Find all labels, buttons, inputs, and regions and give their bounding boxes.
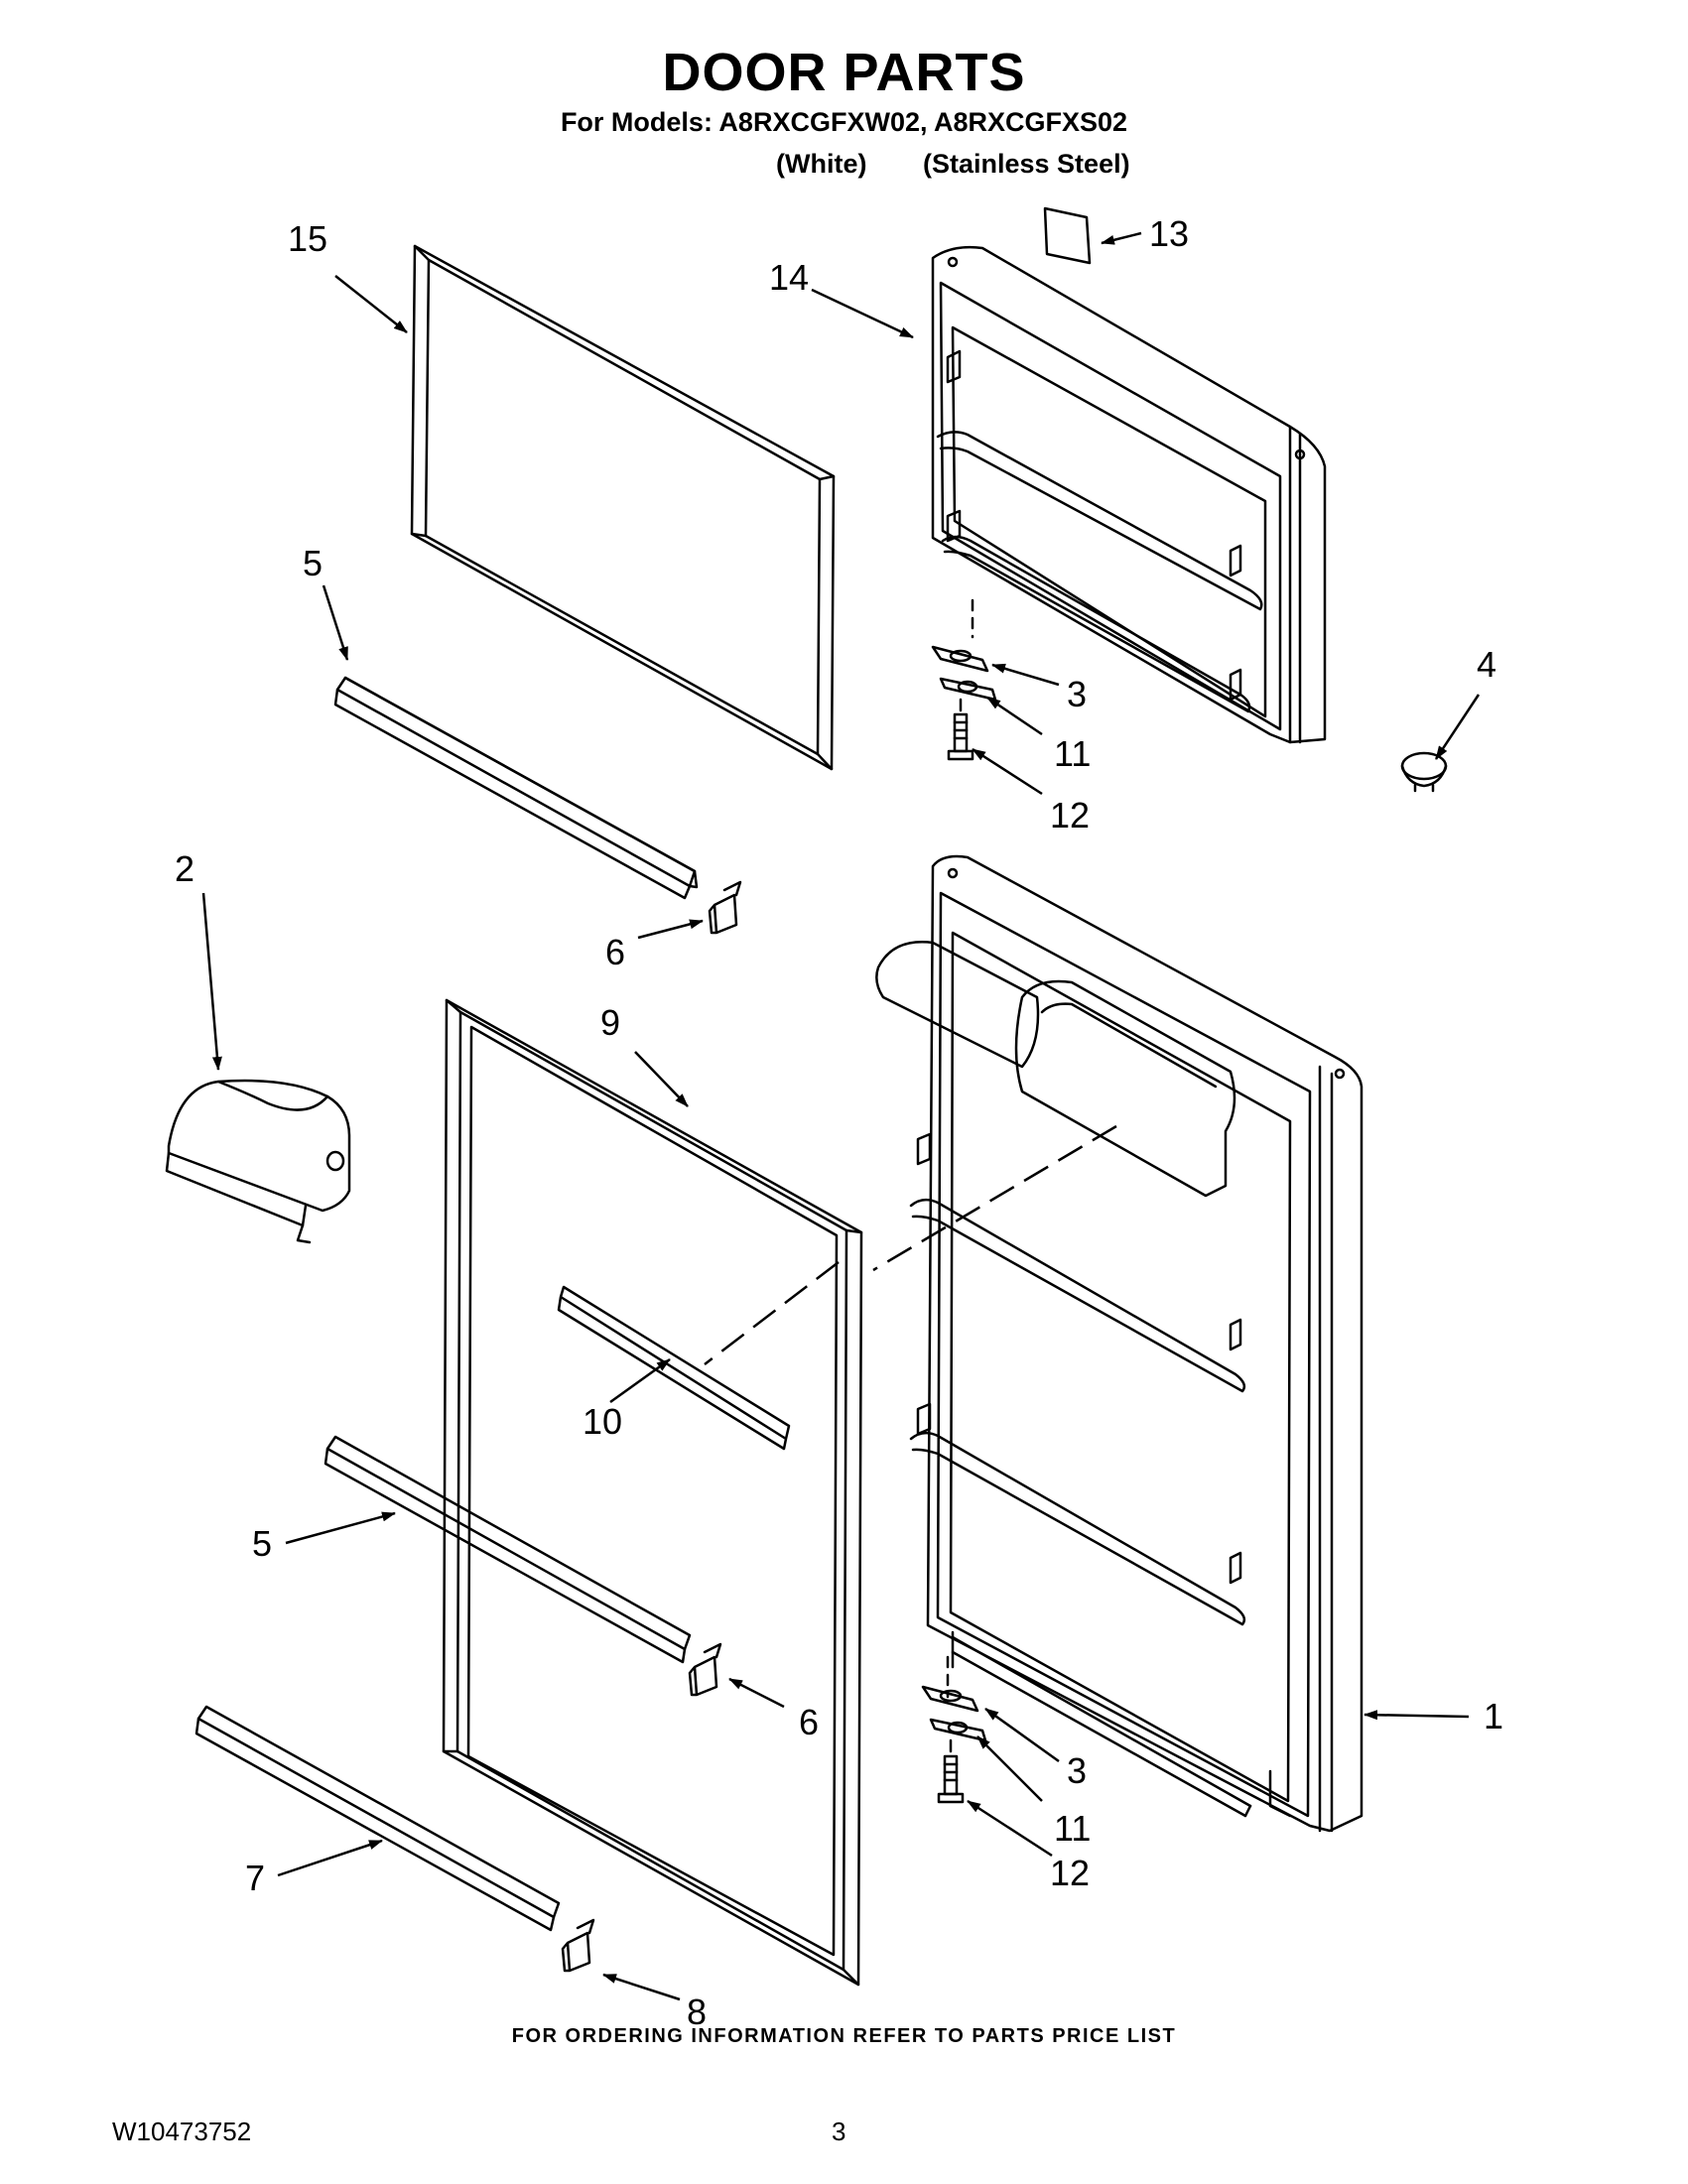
page-number: 3 — [832, 2117, 846, 2146]
document-number: W10473752 — [112, 2117, 252, 2146]
freezer-door-gasket — [410, 244, 836, 771]
arrow-11-lower — [976, 1735, 1043, 1802]
lower-clip — [688, 1642, 722, 1697]
callout-13: 13 — [1149, 213, 1189, 254]
label-13 — [1043, 206, 1092, 265]
arrow-6-lower — [728, 1677, 785, 1709]
upper-clip — [708, 880, 742, 935]
callout-12-upper: 12 — [1050, 795, 1090, 835]
callout-2: 2 — [175, 848, 195, 889]
arrow-2 — [201, 892, 222, 1071]
callout-1: 1 — [1484, 1696, 1503, 1736]
callout-14: 14 — [769, 257, 809, 298]
model-list: For Models: A8RXCGFXW02, A8RXCGFXS02 — [560, 107, 1128, 137]
callout-15: 15 — [288, 218, 327, 259]
arrow-15 — [334, 275, 408, 333]
arrow-3-lower — [984, 1707, 1060, 1763]
bottom-bar — [195, 1705, 561, 1932]
callout-9: 9 — [600, 1002, 620, 1043]
door-bar-location-line-lower — [704, 1261, 840, 1365]
bottom-clip — [561, 1918, 595, 1973]
callout-10: 10 — [583, 1401, 622, 1442]
arrow-1 — [1363, 1710, 1470, 1721]
callout-5-lower: 5 — [252, 1523, 272, 1564]
page-title: DOOR PARTS — [662, 43, 1026, 102]
callout-8: 8 — [687, 1991, 707, 2032]
callout-5-upper: 5 — [303, 543, 323, 583]
arrow-5-upper — [322, 584, 349, 661]
arrow-7 — [277, 1839, 383, 1877]
lower-hinge-set — [921, 1685, 987, 1804]
arrow-10 — [609, 1357, 671, 1404]
arrow-14 — [811, 288, 914, 339]
arrow-3-upper — [991, 663, 1060, 687]
fresh-food-door-gasket — [442, 998, 863, 1987]
callout-6-upper: 6 — [605, 932, 625, 972]
arrow-12-upper — [972, 747, 1043, 796]
dairy-compartment-door — [165, 1079, 351, 1244]
variant-stainless: (Stainless Steel) — [923, 149, 1130, 179]
arrow-4 — [1434, 694, 1481, 760]
callout-3-lower: 3 — [1067, 1750, 1087, 1791]
arrow-9 — [634, 1051, 689, 1107]
arrow-13 — [1101, 231, 1142, 245]
door-bar-location-line-upper — [872, 1124, 1117, 1272]
door-bar — [557, 1285, 791, 1451]
callout-3-upper: 3 — [1067, 674, 1087, 714]
upper-shelf-bar — [333, 676, 699, 900]
callout-11-lower: 11 — [1054, 1808, 1091, 1849]
arrow-5-lower — [285, 1511, 396, 1545]
arrow-6-upper — [637, 919, 704, 940]
upper-hinge-set — [931, 645, 997, 761]
plug-button — [1400, 751, 1448, 793]
callout-12-lower: 12 — [1050, 1853, 1090, 1893]
arrow-8 — [602, 1973, 681, 2001]
callout-4: 4 — [1477, 644, 1496, 685]
fresh-food-door — [875, 854, 1363, 1833]
variant-white: (White) — [776, 149, 867, 179]
callout-7: 7 — [245, 1858, 265, 1898]
callout-6-lower: 6 — [799, 1702, 819, 1742]
freezer-door — [931, 245, 1327, 744]
arrow-12-lower — [967, 1799, 1053, 1858]
ordering-note: FOR ORDERING INFORMATION REFER TO PARTS … — [511, 2025, 1177, 2047]
arrow-11-upper — [986, 696, 1043, 736]
lower-shelf-bar — [324, 1435, 692, 1664]
callout-11-upper: 11 — [1054, 733, 1091, 774]
